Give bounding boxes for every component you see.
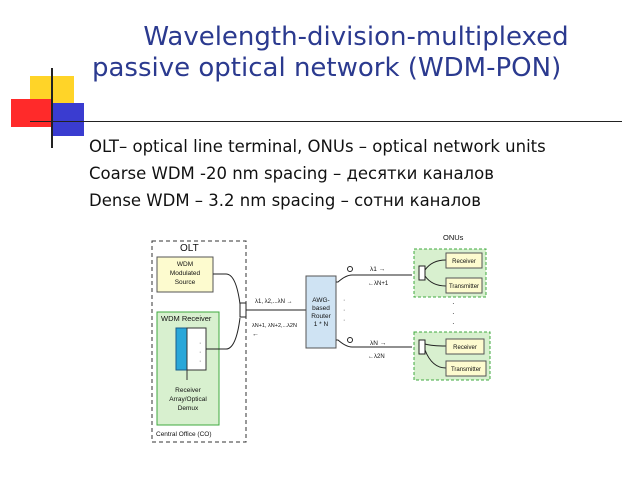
awg-router-box <box>305 275 337 349</box>
onu-n-fiber-tx <box>424 349 447 369</box>
bullet-list: OLT– optical line terminal, ONUs – optic… <box>89 133 546 214</box>
wdm-source-label: Modulated <box>170 270 201 277</box>
onu-1-receiver <box>445 252 483 269</box>
receiver-dots: · <box>199 358 201 365</box>
decor-vertical-line <box>51 68 53 148</box>
olt-fiber-source <box>213 273 241 305</box>
title-underline <box>30 121 622 122</box>
receiver-array-blue <box>175 327 188 371</box>
receiver-array-label: Receiver <box>175 387 201 394</box>
title-line-1: Wavelength-division-multiplexed <box>143 22 569 52</box>
olt-label: OLT <box>180 243 199 254</box>
onu-1-fiber-rx <box>424 259 447 271</box>
onu-1-transmitter <box>445 277 483 294</box>
receiver-array-label: Array/Optical <box>169 396 207 403</box>
onu1-lambda-up: ←λN+1 <box>368 281 389 287</box>
fiber-onu-1 <box>336 274 412 283</box>
onu-1-receiver-label: Receiver <box>452 259 476 265</box>
onu-dots: · <box>452 319 455 328</box>
onu-1-fiber-tx <box>424 275 447 287</box>
olt-coupler <box>239 302 247 318</box>
wdm-receiver-label: WDM Receiver <box>161 314 212 323</box>
awg-label: AWG- <box>312 297 329 304</box>
awg-dots: · <box>343 307 345 314</box>
fiber-onu-n <box>336 339 412 348</box>
awg-label: Router <box>311 313 331 320</box>
receiver-dots: · <box>199 340 201 347</box>
receiver-array-box <box>186 327 207 371</box>
onu-n-transmitter-label: Transmitter <box>451 367 481 373</box>
onu1-lambda-down: λ1 → <box>370 266 385 273</box>
wdm-source-label: Source <box>175 279 196 286</box>
central-office-label: Central Office (CO) <box>156 431 212 438</box>
olt-fiber-receiver <box>206 317 241 350</box>
onu-n-coupler <box>418 339 426 355</box>
onu-n-receiver <box>445 338 485 355</box>
fiber-connector <box>347 266 353 272</box>
onun-lambda-down: λN → <box>370 340 386 347</box>
page-title: Wavelength-division-multiplexed passive … <box>86 22 626 84</box>
receiver-dots: · <box>199 349 201 356</box>
olt-arrow-up: ← <box>252 331 259 338</box>
awg-label: 1 * N <box>314 321 329 328</box>
onu-n-transmitter <box>445 360 487 377</box>
awg-dots: · <box>343 297 345 304</box>
bullet-item: OLT– optical line terminal, ONUs – optic… <box>89 137 546 156</box>
onun-lambda-up: ←λ2N <box>368 354 385 360</box>
onu-n-receiver-label: Receiver <box>453 345 477 351</box>
receiver-array-label: Demux <box>178 405 199 412</box>
wdm-source-box <box>156 256 214 293</box>
onus-label: ONUs <box>443 233 464 242</box>
wdm-source-label: WDM <box>177 261 193 268</box>
awg-dots: · <box>343 317 345 324</box>
onu-n-fiber-rx <box>424 343 447 347</box>
onu-1-transmitter-label: Transmitter <box>449 284 479 290</box>
decor-red-square <box>11 99 51 127</box>
awg-label: based <box>312 305 330 312</box>
title-line-2: passive optical network (WDM-PON) <box>92 53 562 83</box>
fiber-connector <box>347 337 353 343</box>
olt-lambda-up: λN+1, λN+2,...λ2N <box>252 323 297 329</box>
decor-blue-square <box>51 103 84 136</box>
bullet-item: Dense WDM – 3.2 nm spacing – сотни канал… <box>89 191 481 210</box>
onu-dots: · <box>452 309 455 318</box>
bullet-item: Coarse WDM -20 nm spacing – десятки кана… <box>89 164 494 183</box>
onu-1-coupler <box>418 265 426 281</box>
onu-dots: · <box>452 299 455 308</box>
olt-lambda-down: λ1, λ2,...λN → <box>255 299 293 305</box>
